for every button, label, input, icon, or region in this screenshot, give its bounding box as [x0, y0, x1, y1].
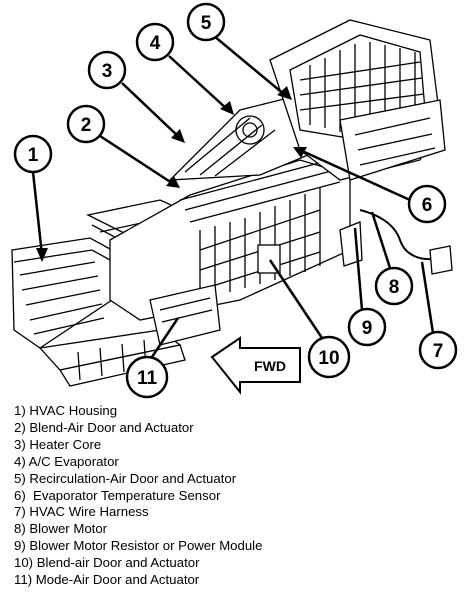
legend-item-7: 7) HVAC Wire Harness: [14, 504, 149, 520]
parts-legend: 1) HVAC Housing 2) Blend-Air Door and Ac…: [14, 403, 464, 589]
callout-5: 5: [186, 2, 226, 42]
forward-direction-arrow: FWD: [210, 336, 301, 395]
callout-7: 7: [418, 330, 458, 370]
callout-3: 3: [87, 50, 127, 90]
legend-item-4: 4) A/C Evaporator: [14, 453, 119, 469]
svg-text:3: 3: [102, 61, 113, 82]
svg-text:1: 1: [28, 145, 39, 166]
callout-11: 11: [125, 355, 169, 399]
callout-1: 1: [13, 134, 53, 174]
svg-text:11: 11: [137, 368, 158, 389]
legend-item-9: 9) Blower Motor Resistor or Power Module: [14, 538, 263, 554]
svg-text:8: 8: [389, 277, 400, 298]
leader-arrowheads: [36, 86, 307, 262]
svg-text:7: 7: [433, 341, 444, 362]
svg-text:2: 2: [81, 115, 92, 136]
svg-text:4: 4: [150, 33, 161, 54]
svg-text:10: 10: [318, 348, 339, 369]
hvac-assembly-diagram: FWD 1 2 3: [11, 2, 458, 399]
callout-10: 10: [307, 335, 351, 379]
callout-9: 9: [347, 307, 387, 347]
callout-markers: 1 2 3 4 5 6 7 8: [13, 2, 458, 399]
hvac-housing-drawing: [11, 19, 453, 387]
callout-6: 6: [407, 184, 447, 224]
leader-lines: [31, 35, 435, 361]
svg-text:6: 6: [422, 195, 433, 216]
legend-item-3: 3) Heater Core: [14, 436, 102, 452]
legend-item-2: 2) Blend-Air Door and Actuator: [14, 419, 194, 435]
legend-item-10: 10) Blend-air Door and Actuator: [14, 555, 200, 571]
callout-8: 8: [374, 266, 414, 306]
svg-text:9: 9: [362, 318, 373, 339]
legend-item-8: 8) Blower Motor: [14, 521, 108, 537]
legend-item-6: 6) Evaporator Temperature Sensor: [14, 487, 221, 503]
legend-item-1: 1) HVAC Housing: [14, 403, 118, 418]
fwd-label: FWD: [254, 358, 286, 374]
svg-text:5: 5: [201, 13, 212, 34]
legend-item-5: 5) Recirculation-Air Door and Actuator: [14, 470, 237, 486]
callout-4: 4: [135, 22, 175, 62]
callout-2: 2: [66, 104, 106, 144]
legend-item-11: 11) Mode-Air Door and Actuator: [14, 572, 200, 588]
